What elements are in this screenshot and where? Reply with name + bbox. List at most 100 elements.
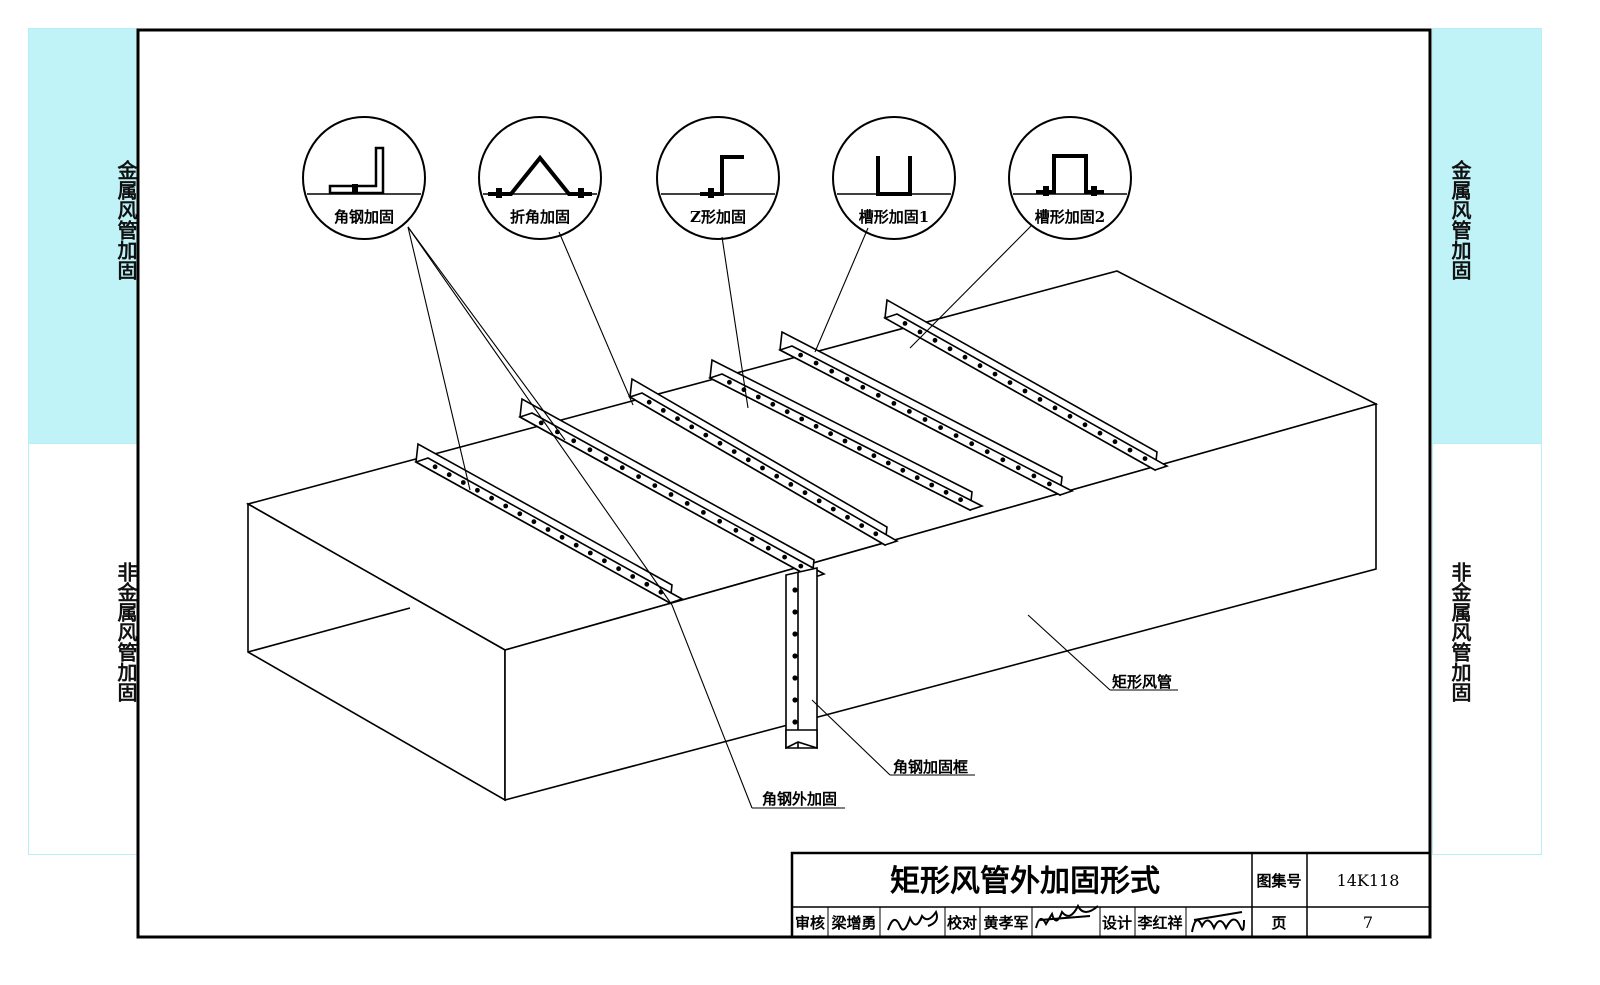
rivet-hole — [914, 475, 920, 481]
callout-label: 角钢加固 — [334, 208, 394, 226]
reinforcement-rib — [518, 397, 826, 580]
drawing-title: 矩形风管外加固形式 — [890, 864, 1160, 899]
rivet-hole — [1127, 447, 1133, 453]
rivet-hole — [731, 449, 737, 454]
rivet-hole — [652, 483, 658, 488]
rivet-hole — [947, 346, 953, 352]
left-tab-metal-label: 金属风管加固 — [114, 160, 138, 280]
reinforcement-rib — [628, 377, 899, 547]
callout-circle: Z形加固 — [656, 116, 780, 240]
rivet-hole — [1067, 413, 1073, 419]
frame-hole — [792, 719, 798, 725]
rivet-hole — [922, 417, 928, 422]
rivet-hole — [630, 574, 636, 579]
rivet-hole — [1000, 457, 1006, 463]
rivet-hole — [602, 558, 607, 564]
rectangular-duct — [245, 270, 1379, 802]
callout-label: 槽形加固2 — [1035, 208, 1105, 226]
callout-label: 槽形加固1 — [859, 208, 929, 226]
right-tab-nonmetal-label: 非金属风管加固 — [1448, 562, 1472, 702]
drawing-frame — [136, 28, 1432, 939]
rivet-hole — [717, 518, 723, 524]
title-block — [790, 851, 1432, 939]
frame-hole — [792, 653, 798, 659]
rivet-hole — [938, 425, 943, 430]
rivet-hole — [885, 460, 891, 466]
rivet-hole — [770, 401, 776, 407]
rivet-hole — [668, 492, 674, 497]
rivet-hole — [977, 363, 983, 369]
rivet-hole — [684, 501, 690, 506]
frame-hole — [792, 609, 798, 615]
rivet-hole — [992, 371, 998, 377]
rivet-hole — [830, 506, 836, 512]
designer-name: 李红祥 — [1136, 914, 1182, 932]
duct-label: 矩形风管 — [1112, 673, 1172, 691]
frame-hole — [792, 631, 798, 637]
rivet-hole — [616, 566, 621, 572]
design-label: 设计 — [1102, 914, 1132, 932]
rivet-hole — [844, 376, 850, 382]
rivet-hole — [765, 545, 771, 551]
reinforcement-rib — [414, 442, 684, 605]
rivet-hole — [644, 581, 650, 587]
reviewer-name: 梁增勇 — [830, 914, 876, 932]
rivet-hole — [953, 433, 959, 438]
rivet-hole — [475, 487, 480, 493]
leader-lines — [407, 224, 1178, 809]
frame-label: 角钢加固框 — [893, 758, 968, 776]
outer-reinforcement-label: 角钢外加固 — [762, 790, 837, 808]
profile-sketch — [700, 155, 744, 198]
left-tab-nonmetal — [28, 443, 138, 855]
rivet-hole — [784, 409, 790, 415]
rivet-hole — [1082, 422, 1088, 428]
callout-circle: 角钢加固 — [302, 116, 426, 240]
atlas-number: 14K118 — [1337, 871, 1400, 890]
rivet-hole — [1142, 456, 1148, 461]
right-tab-nonmetal — [1432, 443, 1542, 855]
rivet-hole — [857, 445, 862, 451]
signature-reviewer — [887, 909, 938, 931]
reinforcement-rib — [883, 298, 1169, 472]
rivet-hole — [943, 489, 949, 495]
rivet-hole — [646, 399, 652, 405]
rivet-hole — [802, 490, 808, 496]
page-label: 页 — [1271, 914, 1286, 932]
rivet-hole — [571, 438, 577, 444]
rivet-hole — [788, 482, 794, 487]
reinforcement-rib — [707, 358, 985, 512]
rivet-hole — [860, 384, 866, 390]
rivet-hole — [717, 440, 723, 446]
rivet-hole — [1112, 439, 1118, 445]
frame-hole — [792, 675, 798, 681]
rivet-hole — [969, 441, 975, 447]
rivet-hole — [603, 456, 609, 462]
rivet-hole — [845, 514, 850, 520]
rivet-hole — [1007, 380, 1013, 385]
rivet-hole — [660, 408, 666, 413]
checker-name: 黄孝军 — [983, 914, 1028, 932]
rivet-hole — [755, 394, 761, 400]
reinforcement-ribs — [414, 298, 1169, 605]
rivet-hole — [619, 465, 625, 471]
rivet-hole — [873, 531, 879, 537]
rivet-hole — [871, 453, 877, 459]
rivet-hole — [902, 321, 908, 326]
rivet-hole — [675, 416, 680, 422]
rivet-hole — [446, 472, 452, 478]
rivet-hole — [984, 449, 990, 455]
rivet-hole — [749, 536, 755, 542]
rivet-hole — [798, 352, 803, 358]
rivet-hole — [932, 337, 938, 343]
rivet-hole — [745, 457, 751, 463]
rivet-hole — [587, 550, 593, 556]
rivet-hole — [517, 511, 523, 517]
page-number: 7 — [1363, 913, 1373, 932]
rivet-hole — [875, 392, 881, 398]
rivet-hole — [636, 474, 641, 479]
callout-circle: 槽形加固2 — [1008, 116, 1132, 240]
rivet-hole — [859, 523, 865, 528]
rivet-hole — [587, 447, 593, 453]
angle-frame — [785, 566, 818, 750]
